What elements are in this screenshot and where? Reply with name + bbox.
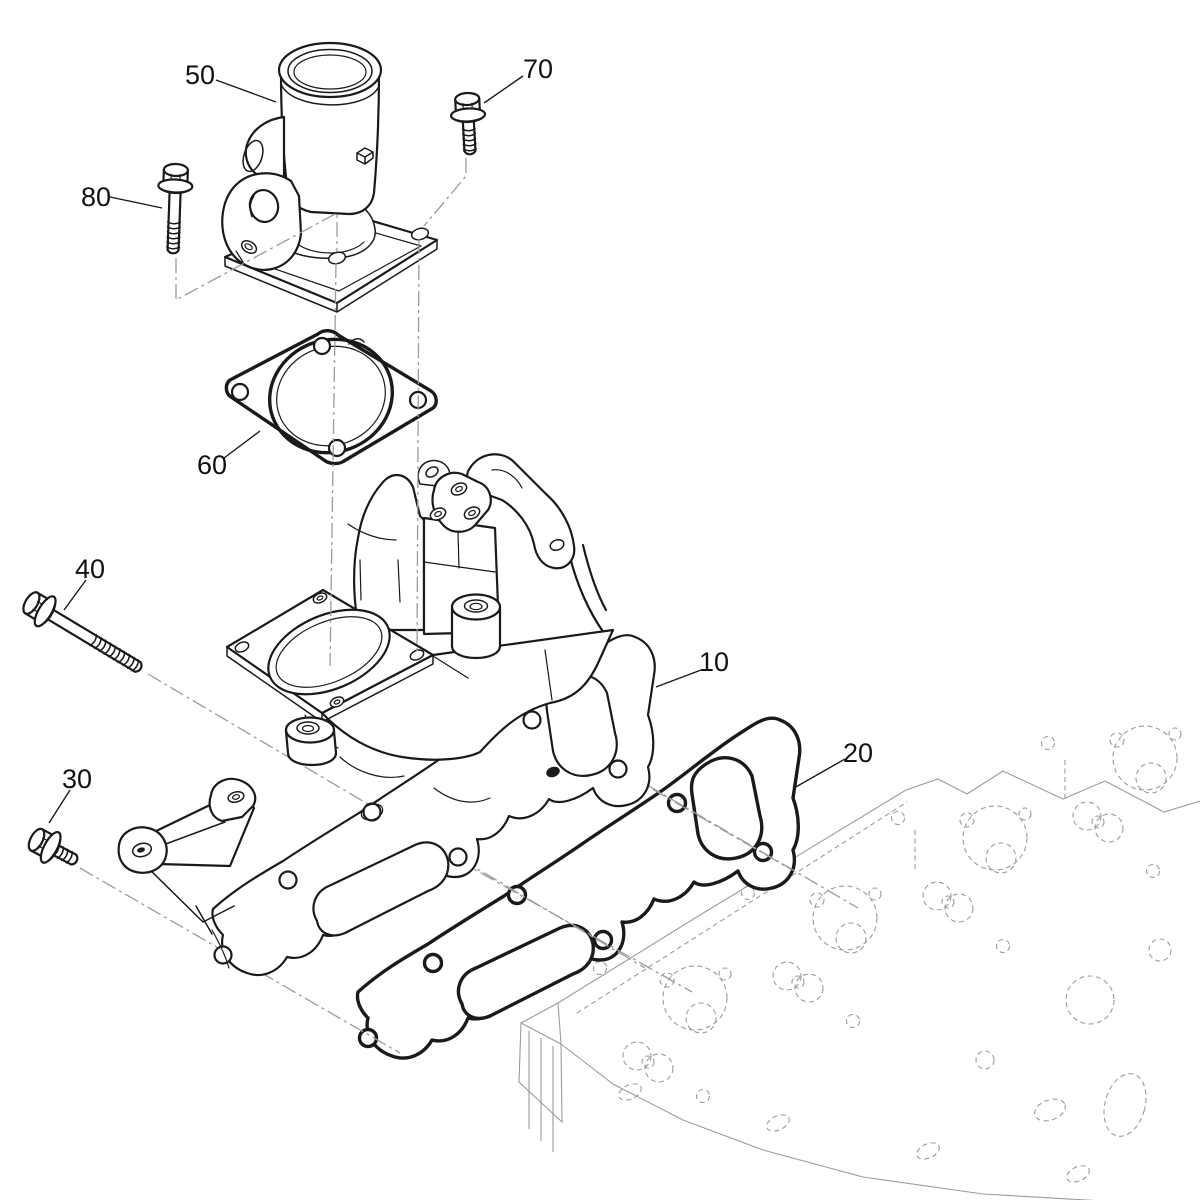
manifold-threaded-hole	[546, 766, 560, 778]
cylinder-head-ghost	[518, 725, 1200, 1200]
axis-hole-c	[457, 859, 693, 993]
callout-label-40: 40	[75, 554, 105, 584]
assembly-axes-vertical	[175, 158, 467, 667]
axis-bolt-70	[423, 158, 467, 227]
leader-line-20	[793, 758, 846, 789]
leader-line-30	[48, 789, 71, 824]
cylinder-head-outline	[518, 770, 1200, 1200]
leader-line-80	[109, 196, 163, 209]
callout-label-10: 10	[699, 647, 729, 677]
axis-hole-a	[539, 723, 793, 871]
axis-hole-b	[624, 771, 859, 909]
water-outlet-50	[221, 41, 439, 313]
manifold-tower-left-wing	[353, 473, 426, 632]
axis-outlet-right	[416, 238, 420, 654]
manifold-bore	[267, 608, 391, 696]
leader-line-50	[215, 79, 277, 103]
outlet-plug	[356, 147, 374, 165]
leader-line-40	[63, 579, 87, 611]
bolt-80	[157, 162, 194, 255]
callouts: 10 20 30 40 50 60 70 80	[48, 54, 873, 824]
outlet-gasket-60	[224, 329, 438, 466]
callout-label-80: 80	[81, 182, 111, 212]
manifold-rear-wall	[568, 543, 608, 635]
leader-line-10	[655, 669, 702, 688]
callout-label-70: 70	[523, 54, 553, 84]
axis-outlet-left	[329, 262, 337, 667]
axis-bolt-80	[175, 211, 338, 302]
bolt-30	[27, 827, 79, 866]
bolt-40	[22, 591, 143, 673]
leader-line-70	[483, 75, 524, 104]
callout-label-30: 30	[62, 764, 92, 794]
callout-label-50: 50	[185, 60, 215, 90]
intake-manifold-10	[117, 453, 656, 977]
cylinder-head-ports	[576, 725, 1182, 1183]
callout-label-20: 20	[843, 738, 873, 768]
outlet-hose-stub	[244, 115, 286, 181]
leader-line-60	[223, 430, 261, 459]
callout-label-60: 60	[197, 450, 227, 480]
manifold-body	[320, 628, 615, 761]
bolt-70	[449, 91, 487, 156]
